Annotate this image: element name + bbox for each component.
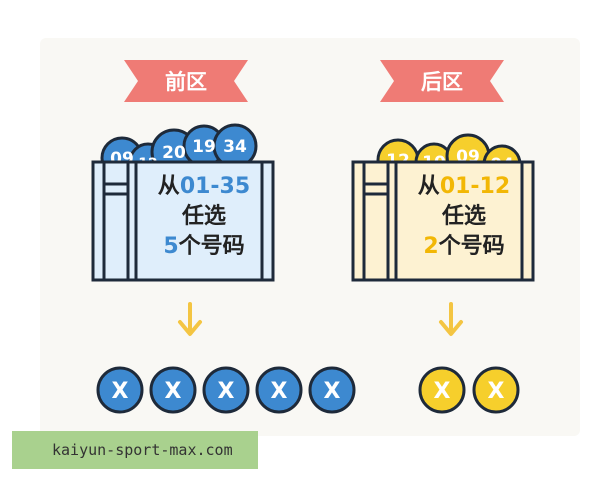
back-banner: 后区	[380, 60, 504, 102]
back-pick-balls: X X	[418, 366, 520, 414]
front-pick-balls: X X X X X	[96, 366, 356, 414]
back-line1: 从01-12	[417, 174, 511, 199]
front-ball-number: 19	[192, 137, 216, 157]
back-pick-ball-label: X	[434, 379, 451, 404]
site-watermark: kaiyun-sport-max.com	[12, 431, 258, 469]
front-range: 01-35	[179, 174, 251, 199]
front-count: 5	[163, 234, 179, 259]
front-line1: 从01-35	[157, 174, 251, 199]
back-range: 01-12	[439, 174, 511, 199]
back-box-text: 从01-12 任选 2个号码	[400, 172, 528, 262]
front-ball-number: 20	[162, 143, 186, 163]
front-ball-box: 09 12 20 19 34	[91, 123, 275, 282]
front-pick-ball-label: X	[271, 379, 288, 404]
back-count: 2	[423, 234, 439, 259]
front-pick-ball-label: X	[324, 379, 341, 404]
front-banner: 前区	[124, 60, 248, 102]
back-line2: 任选	[441, 204, 486, 229]
front-pick-ball-label: X	[112, 379, 129, 404]
front-line3: 5个号码	[163, 234, 245, 259]
front-down-arrow-icon	[178, 302, 202, 336]
back-line3: 2个号码	[423, 234, 505, 259]
front-box-text: 从01-35 任选 5个号码	[140, 172, 268, 262]
front-banner-label: 前区	[165, 70, 207, 94]
back-down-arrow-icon	[439, 302, 463, 336]
front-line2: 任选	[181, 204, 226, 229]
front-ball-number: 34	[223, 137, 247, 157]
front-pick-ball-label: X	[218, 379, 235, 404]
back-banner-label: 后区	[421, 70, 463, 94]
front-pick-ball-label: X	[165, 379, 182, 404]
back-pick-ball-label: X	[488, 379, 505, 404]
back-ball-box: 12 10 09 04	[351, 133, 535, 282]
